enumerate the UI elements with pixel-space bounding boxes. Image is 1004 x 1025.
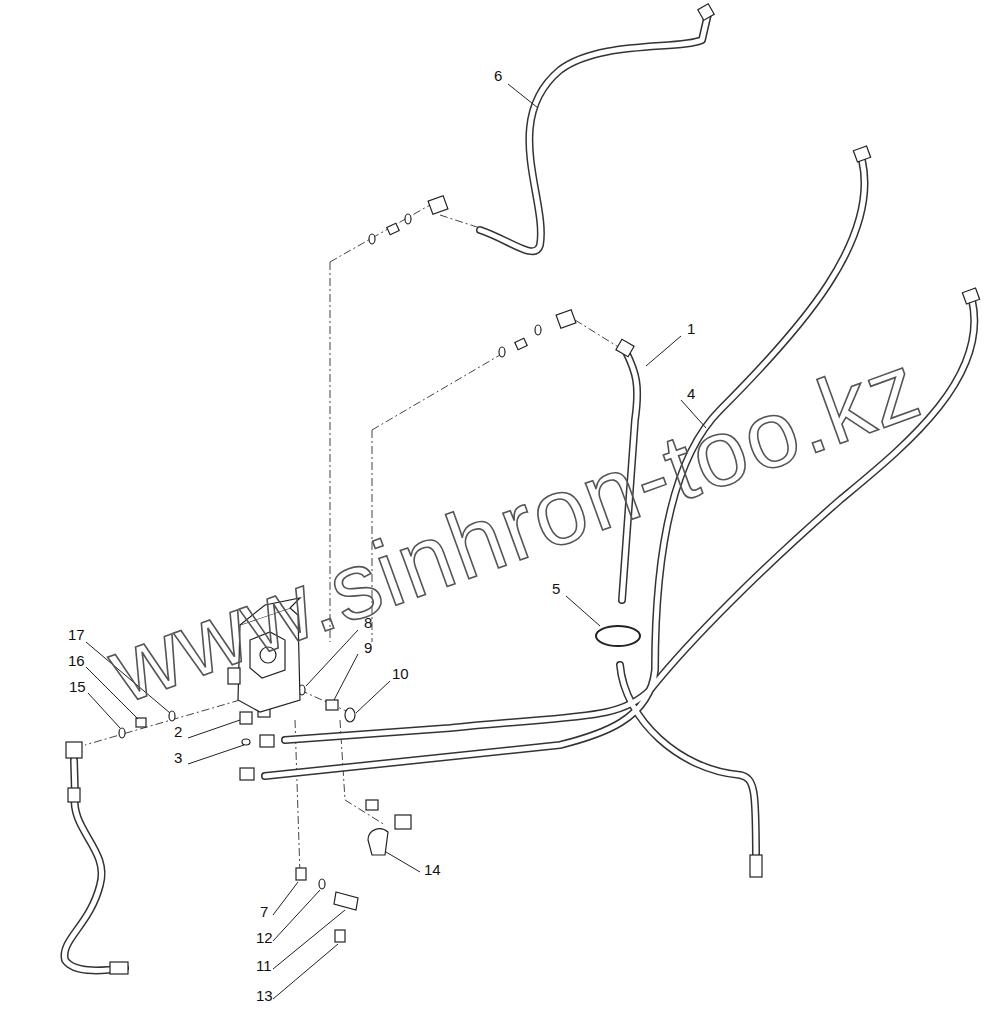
callout-number: 5 — [552, 581, 560, 596]
adapter — [296, 868, 306, 880]
callout-number: 6 — [494, 68, 502, 83]
hose-end — [240, 768, 254, 780]
center-line — [330, 205, 430, 262]
adapter — [136, 718, 146, 727]
o-ring — [242, 739, 250, 745]
elbow-fitting — [556, 310, 576, 329]
center-line — [575, 320, 620, 348]
callout-number: 9 — [364, 640, 372, 655]
o-ring — [319, 879, 325, 889]
hoses — [64, 14, 974, 970]
fitting — [750, 855, 762, 877]
o-ring — [345, 708, 355, 722]
fitting — [110, 962, 128, 974]
elbow-fitting — [66, 742, 82, 758]
callout-number: 10 — [392, 666, 409, 681]
callout-number: 11 — [256, 958, 272, 973]
callout-number: 17 — [68, 627, 85, 642]
callout-number: 4 — [687, 386, 695, 401]
elbow-fitting — [395, 815, 411, 829]
adapter — [387, 223, 399, 234]
adapter — [515, 338, 527, 349]
fitting — [962, 288, 979, 304]
callout-number: 1 — [687, 321, 695, 336]
center-line — [295, 720, 300, 875]
callout-number: 12 — [256, 930, 273, 945]
callout-number: 14 — [424, 862, 441, 877]
hose-end — [260, 735, 274, 747]
center-line — [440, 215, 480, 228]
elbow-fitting — [428, 196, 448, 215]
o-ring — [405, 214, 411, 224]
adapter — [366, 800, 378, 810]
o-ring — [119, 728, 125, 738]
adapter — [326, 700, 338, 710]
callout-number: 7 — [260, 904, 268, 919]
adapter — [240, 712, 252, 724]
o-ring — [499, 347, 505, 357]
callout-number: 15 — [69, 679, 86, 694]
fitting — [68, 788, 80, 802]
fitting — [853, 146, 870, 162]
callout-number: 3 — [174, 750, 182, 765]
tee-fitting — [334, 892, 358, 910]
fittings — [66, 4, 980, 974]
fitting — [616, 339, 634, 356]
elbow-fitting — [368, 829, 388, 855]
callout-number: 13 — [256, 988, 273, 1003]
fitting — [698, 4, 714, 20]
plug — [335, 930, 345, 942]
o-ring — [535, 325, 541, 335]
hose-clamp — [596, 626, 640, 646]
callout-number: 2 — [174, 724, 182, 739]
callout-number: 16 — [68, 653, 85, 668]
center-line — [372, 355, 500, 430]
o-ring — [369, 234, 375, 244]
